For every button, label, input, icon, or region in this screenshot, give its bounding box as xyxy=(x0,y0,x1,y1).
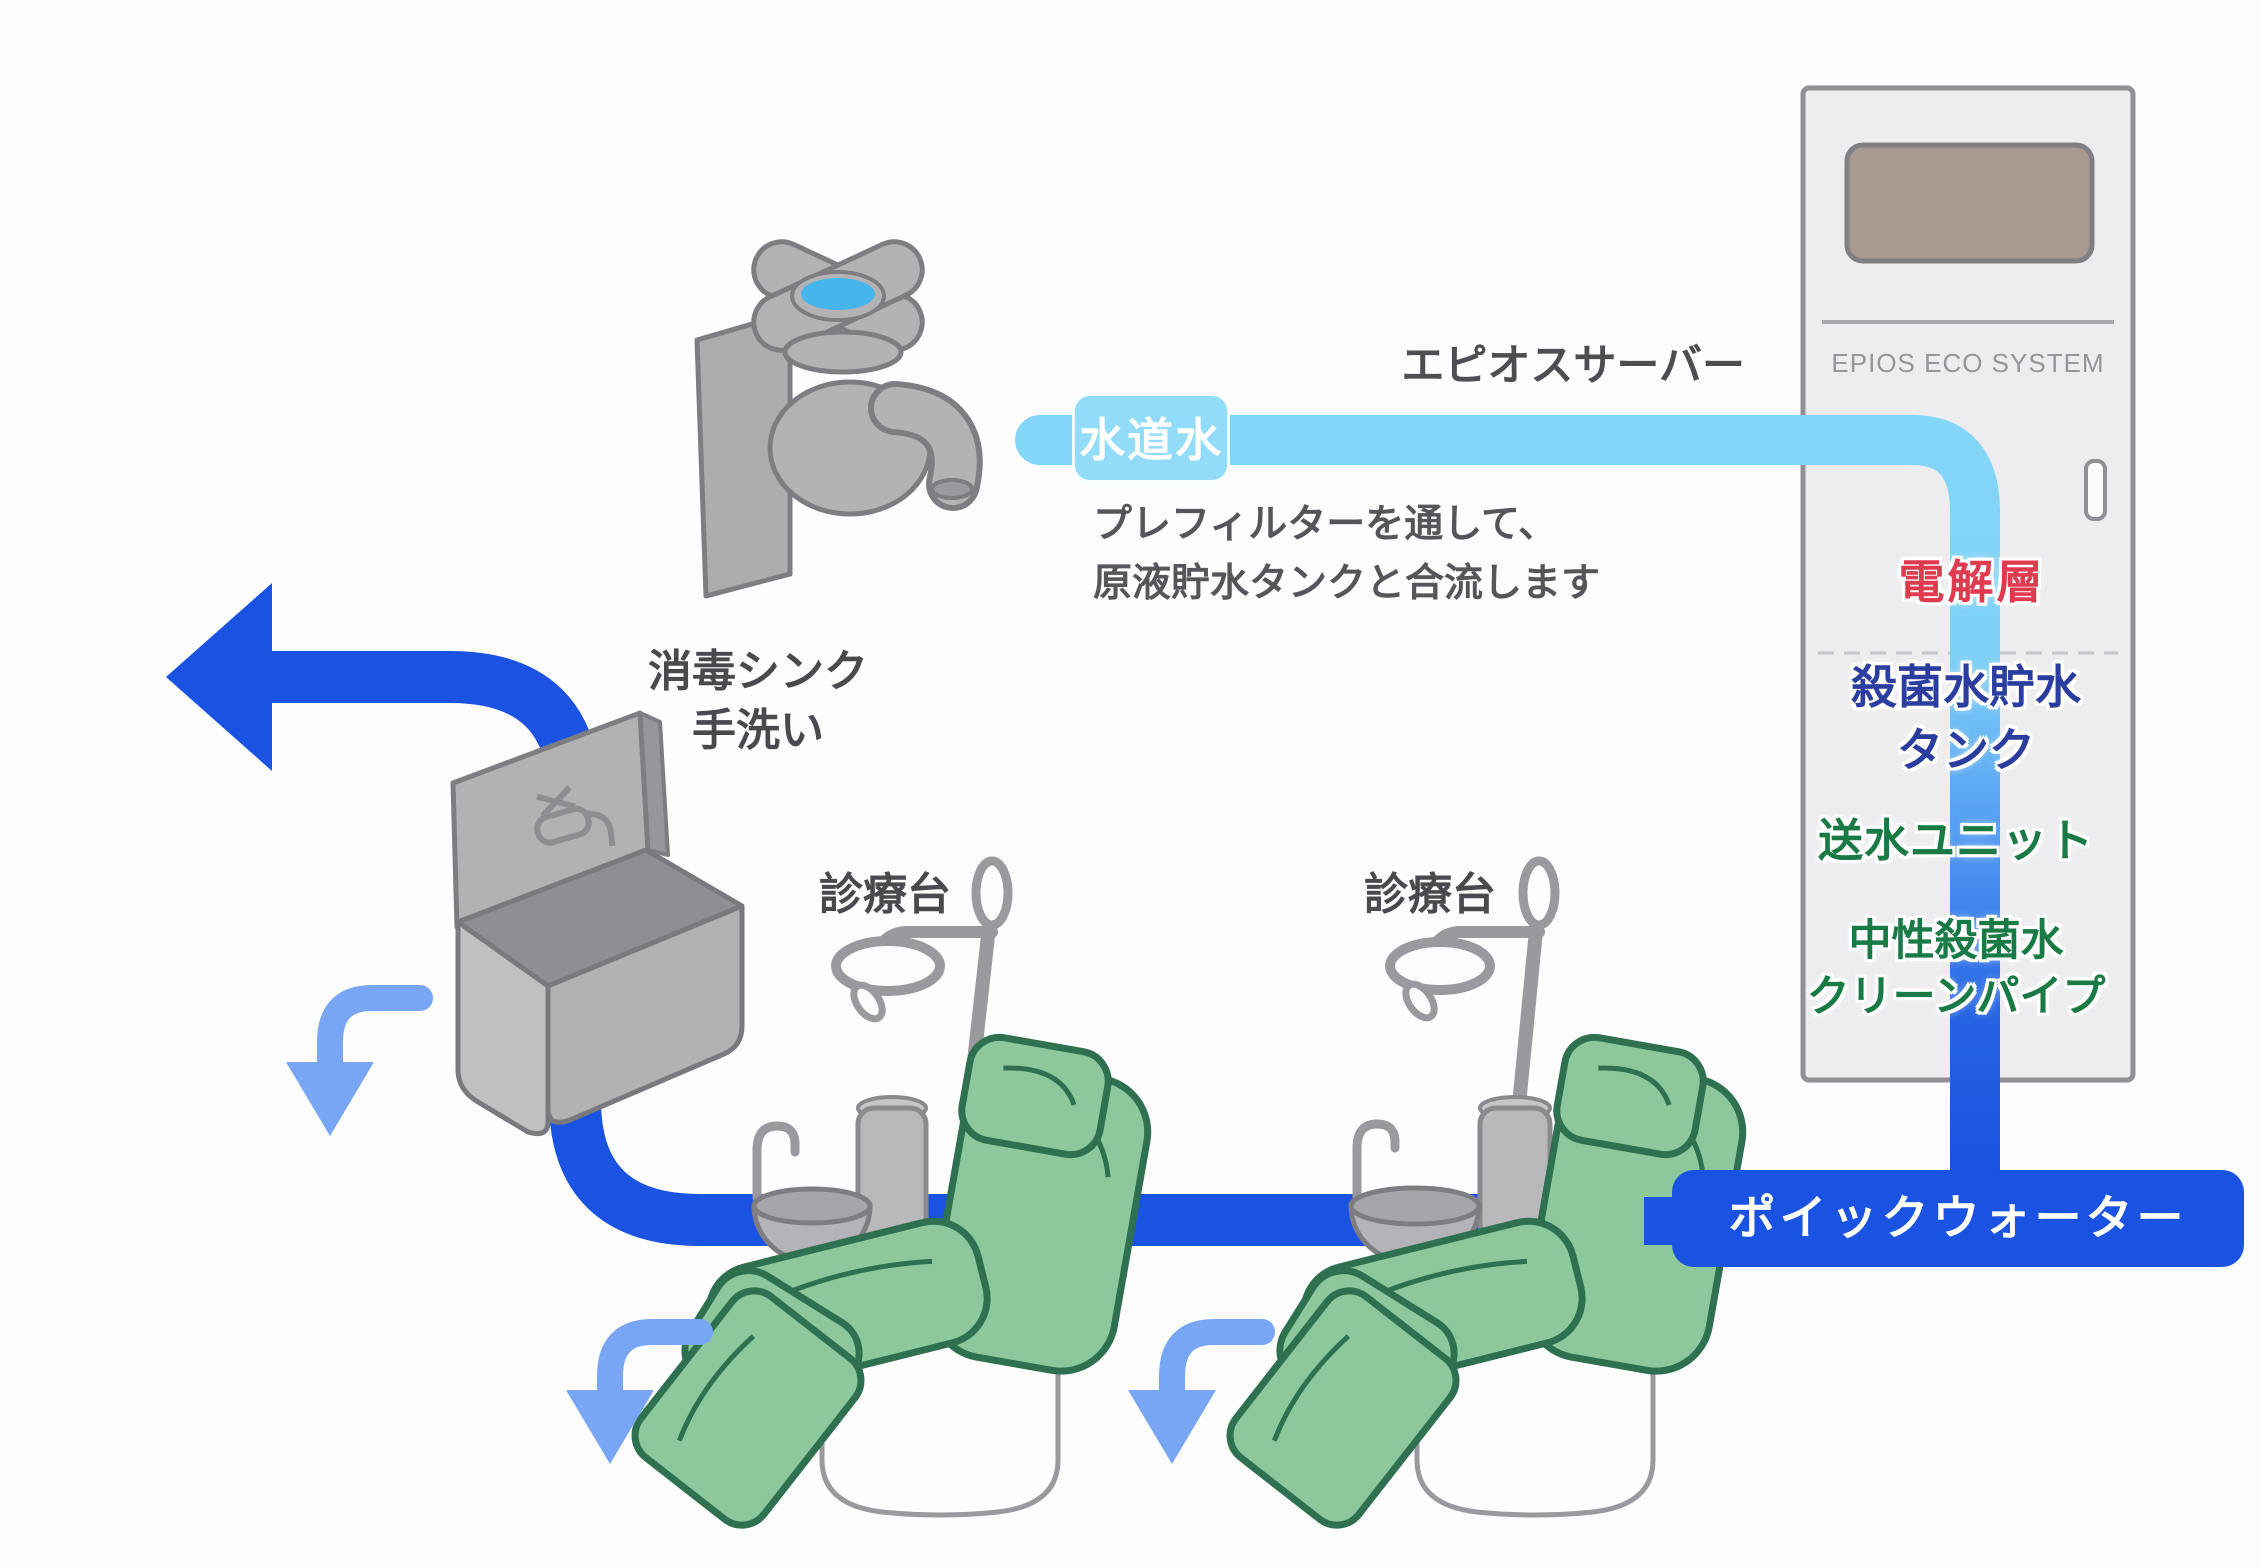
faucet-handle-blue-dot xyxy=(801,278,875,310)
clean-pipe-label: 中性殺菌水 クリーンパイプ xyxy=(1807,914,2106,1026)
treatment-chair-label-left: 診療台 xyxy=(819,870,951,919)
cuspidor-faucet xyxy=(752,1121,800,1203)
prefilter-note: プレフィルターを通して、 原液貯水タンクと合流します xyxy=(1093,496,1600,613)
drain-arrow-chair-right xyxy=(1128,1319,1275,1464)
sink-faucet-icon xyxy=(534,785,616,847)
epios-server-label: エピオスサーバー xyxy=(1401,342,1745,390)
chair-base xyxy=(819,1332,1061,1518)
sink-label-line1: 消毒シンク xyxy=(648,647,868,696)
faucet-spout-tip xyxy=(930,478,974,500)
electrolysis-layer-label: 電解層 xyxy=(1898,556,2046,608)
dental-lamp xyxy=(831,936,945,996)
left-arrowhead xyxy=(166,583,272,771)
tap-water-badge: 水道水 xyxy=(1072,393,1230,483)
prefilter-note-line1: プレフィルターを通して、 xyxy=(1093,503,1558,546)
tank-label-line2: タンク xyxy=(1897,723,2035,776)
cabinet-display-panel xyxy=(1844,142,2095,264)
clean-pipe-line2: クリーンパイプ xyxy=(1806,972,2106,1021)
sterile-water-tank-label: 殺菌水貯水 タンク xyxy=(1851,656,2081,781)
cabinet-brand-text: EPIOS ECO SYSTEM xyxy=(1831,348,2105,378)
dental-chair-left xyxy=(631,1033,1152,1529)
drain-arrow-chair-left xyxy=(566,1319,713,1464)
treatment-chair-label-right: 診療台 xyxy=(1364,870,1496,919)
drain-arrow-sink xyxy=(286,985,433,1136)
sink-label-line2: 手洗い xyxy=(692,706,824,756)
dental-lamp xyxy=(1385,937,1495,995)
tap-water-pipe xyxy=(1015,415,2000,1193)
pump-unit-label: 送水ユニット xyxy=(1817,815,2095,866)
disinfection-sink xyxy=(450,710,745,1137)
chair-base xyxy=(1414,1332,1656,1518)
tank-label-line1: 殺菌水貯水 xyxy=(1851,661,2081,713)
clean-pipe-line1: 中性殺菌水 xyxy=(1848,917,2064,965)
wall-faucet xyxy=(694,239,983,599)
dental-unit-right xyxy=(1348,856,1560,1267)
poic-water-banner: ポイックウォーター xyxy=(1672,1170,2244,1267)
cuspidor-faucet xyxy=(1352,1119,1400,1203)
dental-chair-right xyxy=(1226,1033,1747,1529)
cabinet-door-handle xyxy=(2084,459,2107,521)
prefilter-note-line2: 原液貯水タンクと合流します xyxy=(1093,561,1601,605)
disinfection-sink-label: 消毒シンク 手洗い xyxy=(648,642,868,761)
